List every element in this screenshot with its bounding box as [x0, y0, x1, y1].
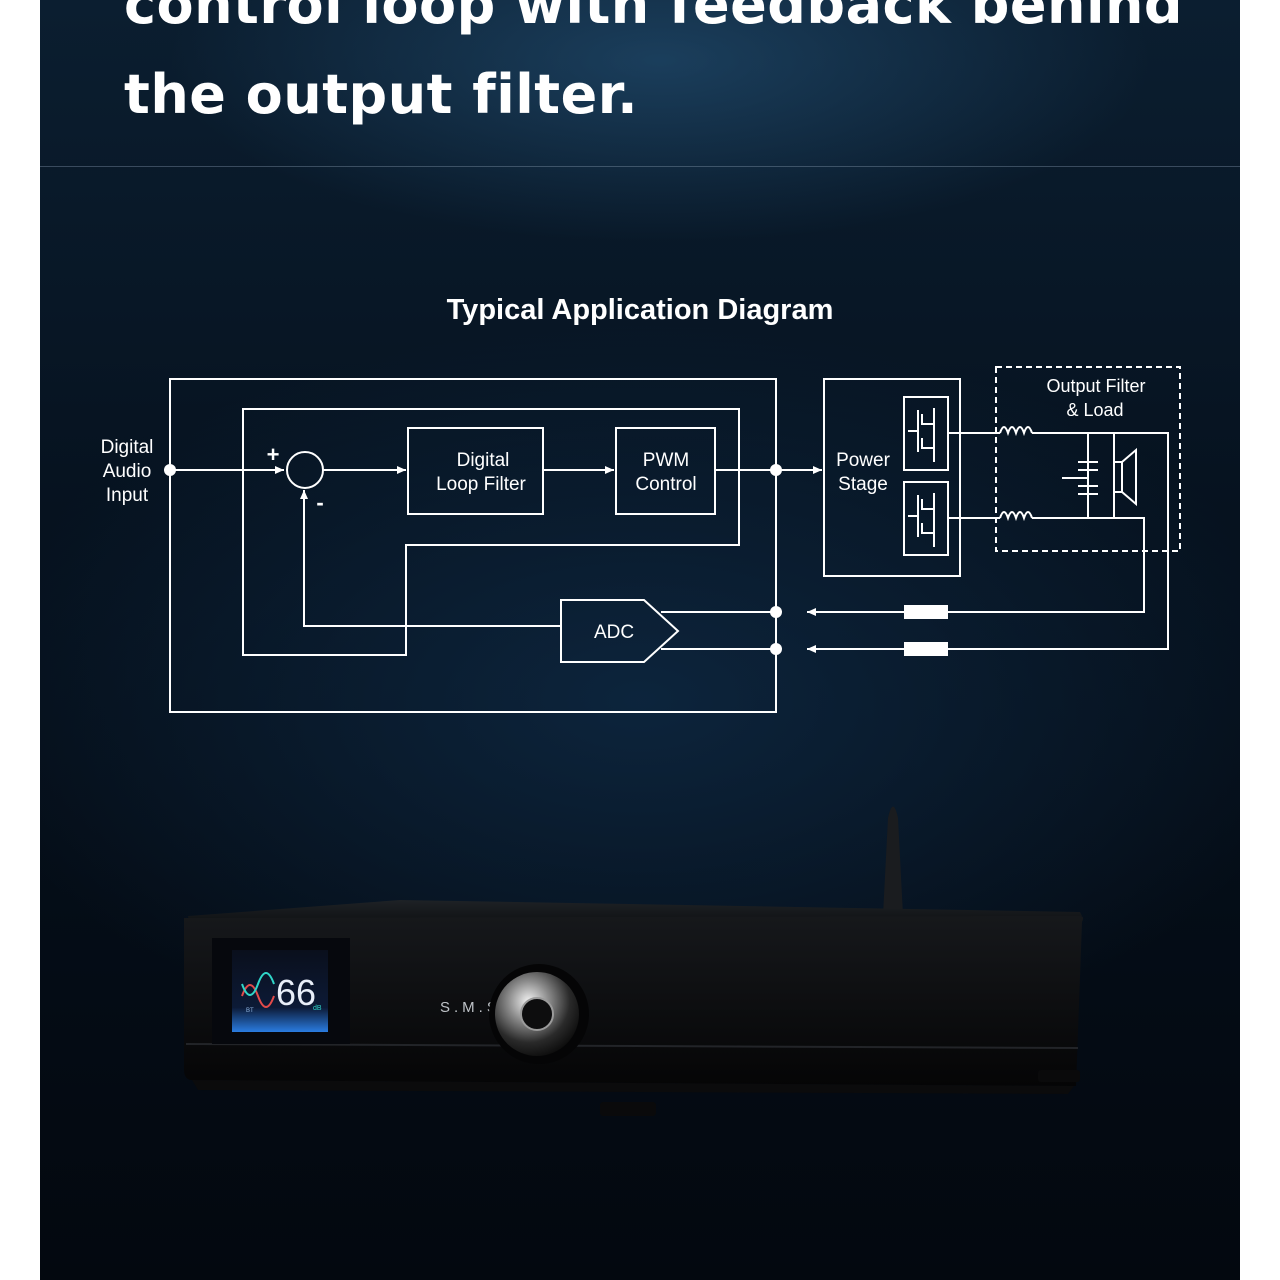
input-label-1: Digital: [101, 437, 154, 458]
output-filter-label-2: & Load: [1066, 400, 1123, 420]
output-filter-label-1: Output Filter: [1046, 376, 1145, 396]
input-label-2: Audio: [103, 461, 152, 482]
antenna: [883, 806, 903, 915]
display-source: BT: [246, 1008, 254, 1014]
loop-filter-label-1: Digital: [457, 450, 510, 471]
loop-filter-label-2: Loop Filter: [436, 474, 526, 495]
power-stage-label-1: Power: [836, 450, 891, 471]
controller-outer-box: [169, 378, 777, 713]
device-front: [184, 916, 1084, 1086]
foot-front: [600, 1102, 656, 1116]
diagram-title: Typical Application Diagram: [446, 294, 834, 326]
resistor-bottom: [904, 642, 948, 656]
summing-minus-label: -: [316, 490, 323, 515]
display-unit: dB: [313, 1005, 322, 1012]
foot-right: [1038, 1070, 1080, 1082]
inductor-bottom: [999, 511, 1033, 522]
adc-block: [560, 599, 680, 663]
pwm-label-2: Control: [635, 474, 696, 495]
resistor-top: [904, 605, 948, 619]
speaker-icon: [1113, 461, 1123, 493]
pwm-label-1: PWM: [643, 450, 689, 471]
headline-line-2: the output filter.: [124, 63, 639, 126]
power-stage-label-2: Stage: [838, 474, 888, 495]
amplifier-device: 66 dB BT S.M.S.L: [184, 806, 1084, 1116]
input-label-3: Input: [106, 485, 149, 506]
application-diagram: Digital Audio Input + - Digital Loop Fil…: [101, 366, 1181, 713]
section-divider: [40, 166, 1240, 167]
display-volume: 66: [276, 972, 316, 1013]
display-screen: [232, 950, 328, 1032]
content-panel: control loop with feedback behind the ou…: [40, 0, 1240, 1280]
adc-label: ADC: [594, 622, 634, 643]
headline-line-1: control loop with feedback behind: [124, 0, 1184, 36]
power-stage-block: [823, 378, 961, 577]
output-filter-box: [995, 366, 1181, 552]
inductor-top: [999, 426, 1033, 437]
headline: control loop with feedback behind the ou…: [124, 0, 1183, 140]
summing-plus-label: +: [267, 442, 280, 467]
loop-boundary: [242, 408, 740, 656]
display-wave-icon: [241, 984, 275, 1008]
